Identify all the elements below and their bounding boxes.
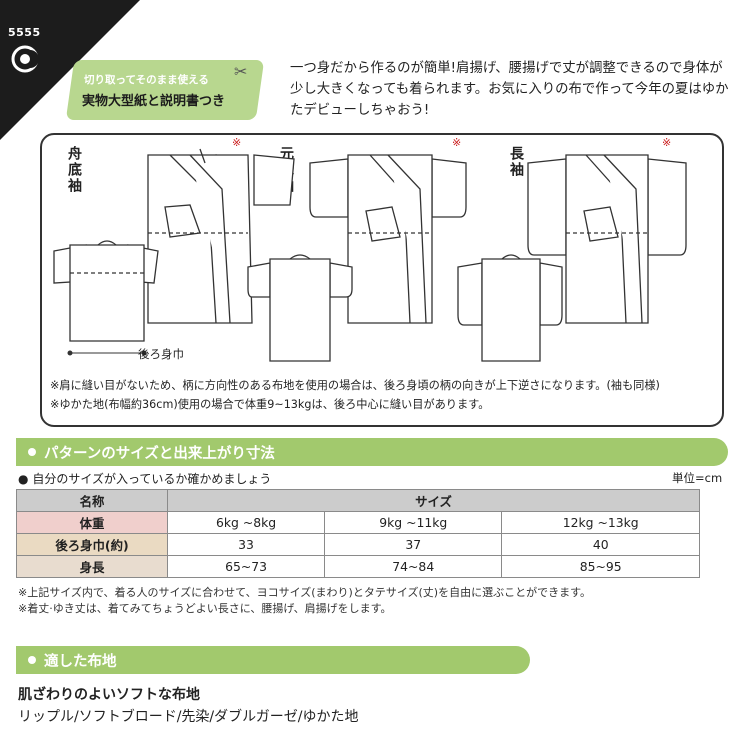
kimono-illustrations (53, 148, 687, 362)
row-label: 体重 (16, 511, 168, 534)
table-cell: 65~73 (166, 555, 326, 578)
size-section-title: パターンのサイズと出来上がり寸法 (44, 446, 275, 462)
mark-1: ※ (232, 136, 242, 149)
fabric-section-title: 適した布地 (44, 654, 117, 670)
scissors-icon: ✂ (234, 62, 248, 81)
diagram-note-2: ※ゆかた地(布幅約36cm)使用の場合で体重9~13kgは、後ろ中心に縫い目があ… (50, 398, 490, 411)
kimono-front-funazoko (147, 148, 295, 324)
header-name: 名称 (16, 489, 168, 512)
bullet-icon (28, 656, 36, 664)
bullet-dot-icon: ● (18, 472, 29, 486)
unit-label: 単位=cm (672, 471, 723, 485)
size-table: 名称 サイズ 体重 6kg ~8kg 9kg ~11kg 12kg ~13kg … (16, 489, 700, 578)
badge-subtitle: 切り取ってそのまま使える (84, 74, 209, 86)
back-width-dimension (67, 350, 147, 356)
table-cell: 85~95 (501, 555, 700, 578)
pattern-number: 5555 (8, 26, 41, 39)
size-section-header (16, 438, 728, 466)
fabric-subtitle: 肌ざわりのよいソフトな布地 (18, 687, 200, 703)
badge-title: 実物大型紙と説明書つき (82, 94, 226, 109)
table-cell: 9kg ~11kg (324, 511, 503, 534)
table-cell: 6kg ~8kg (166, 511, 326, 534)
brand-logo-icon (11, 45, 39, 73)
bullet-icon (28, 448, 36, 456)
table-row: 後ろ身巾(約) 33 37 40 (16, 533, 700, 556)
table-header-row: 名称 サイズ (16, 489, 700, 512)
diagram-box (40, 133, 724, 427)
mark-3: ※ (662, 136, 672, 149)
table-cell: 12kg ~13kg (501, 511, 700, 534)
size-note-1: ※上記サイズ内で、着る人のサイズに合わせて、ヨコサイズ(まわり)とタテサイズ(丈… (18, 586, 591, 599)
table-cell: 33 (166, 533, 326, 556)
style-label-nagasode: 長袖 (508, 146, 524, 178)
size-check-label: 自分のサイズが入っているか確かめましょう (32, 472, 272, 486)
table-row: 身長 65~73 74~84 85~95 (16, 555, 700, 578)
header-size: サイズ (167, 489, 700, 512)
kimono-back-funazoko (53, 240, 159, 342)
table-cell: 37 (324, 533, 503, 556)
size-note-2: ※着丈·ゆき丈は、着てみてちょうどよい長さに、腰揚げ、肩揚げをします。 (18, 602, 392, 615)
back-width-label: 後ろ身巾 (138, 347, 184, 361)
kimono-front-genroku (309, 154, 467, 324)
diagram-note-1: ※肩に縫い目がないため、柄に方向性のある布地を使用の場合は、後ろ身頃の柄の向きが… (50, 379, 660, 392)
fabric-section-header (16, 646, 530, 674)
fabric-list: リップル/ソフトブロード/先染/ダブルガーゼ/ゆかた地 (18, 709, 359, 725)
kimono-back-genroku (247, 254, 353, 362)
table-cell: 40 (501, 533, 700, 556)
kimono-front-nagasode (527, 154, 687, 324)
intro-text: 一つ身だから作るのが簡単!肩揚げ、腰揚げで丈が調整できるので身体が少し大きくなっ… (290, 61, 729, 118)
table-row: 体重 6kg ~8kg 9kg ~11kg 12kg ~13kg (16, 511, 700, 534)
style-label-funazoko: 舟底袖 (66, 146, 82, 194)
row-label: 身長 (16, 555, 168, 578)
kimono-back-nagasode (457, 254, 563, 362)
row-label: 後ろ身巾(約) (16, 533, 168, 556)
table-cell: 74~84 (324, 555, 503, 578)
size-check-text: ● 自分のサイズが入っているか確かめましょう (18, 470, 271, 487)
mark-2: ※ (452, 136, 462, 149)
